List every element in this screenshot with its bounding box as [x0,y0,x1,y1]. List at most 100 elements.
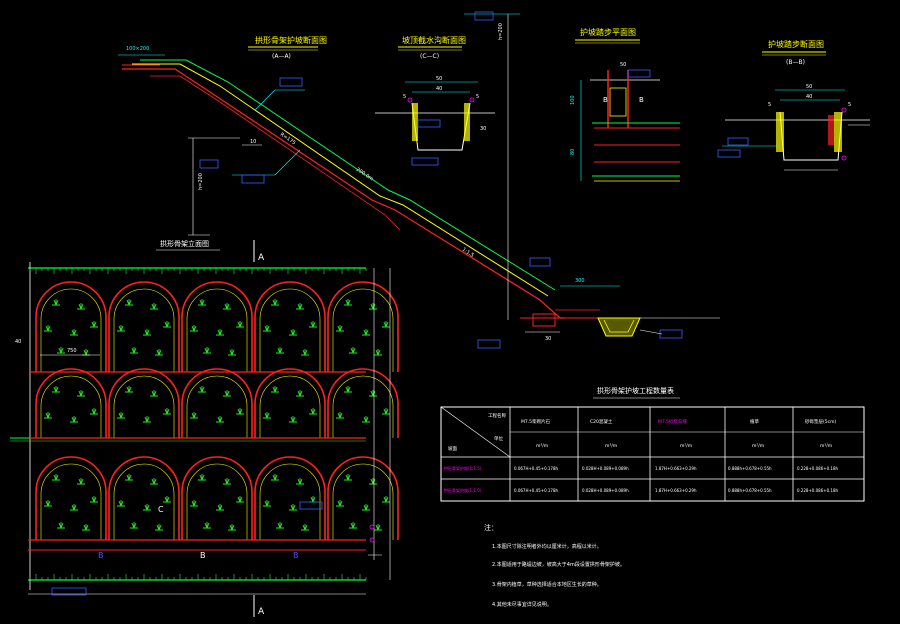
table-col-head-3: 植草 [750,418,759,425]
step-label-b2: B [639,96,644,104]
table-diag-left: 坡面 [448,445,457,452]
table-col-head-2: M7.5砂浆勾缝 [658,418,688,425]
table-diag-top: 工程名称 [488,412,506,419]
slope-section-subtitle: (A—A) [272,53,291,60]
arch-inner [259,463,321,540]
note-3: 3.骨架内植草，草种选择适合本地区生长的草种。 [492,581,602,588]
grass-icon [44,325,52,332]
top-drain-title: 坡顶截水沟断面图 [402,35,466,45]
grass-icon [271,474,279,481]
table-unit-1: m³/m [605,443,617,449]
grass-icon [143,416,151,423]
grass-icon [271,386,279,393]
grass-icon [301,349,309,356]
grass-icon [77,303,85,310]
dim-slope-length: 200.0m [355,167,374,183]
grass-icon [362,416,370,423]
arch-outer [181,456,253,540]
arch-inner [332,288,394,372]
grass-icon [236,408,244,415]
grass-icon [117,325,125,332]
arch-outer [35,456,107,540]
step-plan-title: 护坡踏步平面图 [580,27,636,37]
grass-icon [369,303,377,310]
grass-icon [382,408,390,415]
grass-icon [344,299,352,306]
grass-icon [263,500,271,507]
step-section-subtitle: (B—B) [786,59,805,66]
grass-icon [276,347,284,354]
arch-outer [35,281,107,372]
grass-icon [143,504,151,511]
grass-icon [90,408,98,415]
grass-icon [289,504,297,511]
grass-icon [125,299,133,306]
drain-dim-50: 50 [436,76,442,82]
grass-icon [382,496,390,503]
note-1: 1.本图尺寸除注明者外均以厘米计，高程以米计。 [492,543,602,550]
arch-outer [327,281,399,372]
front-view-title: 拱形骨架立面图 [160,239,209,248]
grass-icon [130,522,138,529]
table-row-0-cell-1: 0.028H+0.089+0.089h [582,466,629,471]
grass-icon [216,416,224,423]
notes: 注： 1.本图尺寸除注明者外均以厘米计，高程以米计。 2.本图适用于路堤边坡，坡… [484,523,625,608]
arch-inner [40,463,102,540]
grass-icon [190,325,198,332]
grass-icon [289,329,297,336]
grass-icon [203,522,211,529]
grass-icon [203,347,211,354]
grass-icon [344,474,352,481]
arch-inner [40,288,102,372]
table-col-head-0: M7.5浆砌片石 [521,418,551,425]
grass-icon [349,522,357,529]
bb-dim-5b: 5 [848,102,851,108]
section-a-top: A [258,253,265,263]
table-unit-2: m²/m [680,443,692,449]
table-row-1-cell-2: 1.87H+0.663+0.29h [655,488,697,493]
grass-icon [163,408,171,415]
table-col-head-1: C20混凝土 [590,418,613,425]
grass-icon [216,329,224,336]
grass-icon [90,321,98,328]
drain-dim-5b: 5 [476,94,479,100]
grass-icon [223,478,231,485]
step-label-b1: B [603,96,608,104]
grass-icon [223,303,231,310]
grass-icon [77,390,85,397]
grass-icon [57,522,65,529]
grass-icon [70,329,78,336]
table-unit-3: m²/m [752,443,764,449]
grass-icon [276,522,284,529]
grass-icon [198,299,206,306]
grass-icon [374,524,382,531]
bb-dim-5a: 5 [768,102,771,108]
grass-icon [117,500,125,507]
grass-icon [336,325,344,332]
dim-slope-height: h=200 [198,173,204,190]
front-dim-40: 40 [15,339,21,345]
grass-icon [296,303,304,310]
section-b-1: B [98,551,104,560]
grass-icon [309,408,317,415]
grass-icon [163,321,171,328]
grass-icon [228,349,236,356]
grass-icon [82,524,90,531]
grass-icon [236,321,244,328]
grass-icon [349,347,357,354]
grass-icon [190,500,198,507]
table-row-1-cell-1: 0.028H+0.089+0.089h [582,488,629,493]
quantity-table: 拱形骨架护坡工程数量表 工程名称 单位 坡面 M7.5浆砌片石 C20混凝土 M… [440,386,865,502]
arch-inner [113,463,175,540]
step-section: 护坡踏步断面图 (B—B) 50 40 5 5 [717,39,870,171]
step-dim-80: 80 [570,149,576,155]
tick-marks-bottom [29,574,367,580]
grass-icon [150,303,158,310]
arch-inner [186,463,248,540]
table-row-1-label: 拱形骨架护坡(1:1.0) [444,487,482,493]
grass-icon [150,478,158,485]
grass-icon [382,321,390,328]
table-row-1-cell-4: 0.228+0.086+0.18h [797,488,839,493]
dim-top-width: 100×200 [126,46,149,52]
